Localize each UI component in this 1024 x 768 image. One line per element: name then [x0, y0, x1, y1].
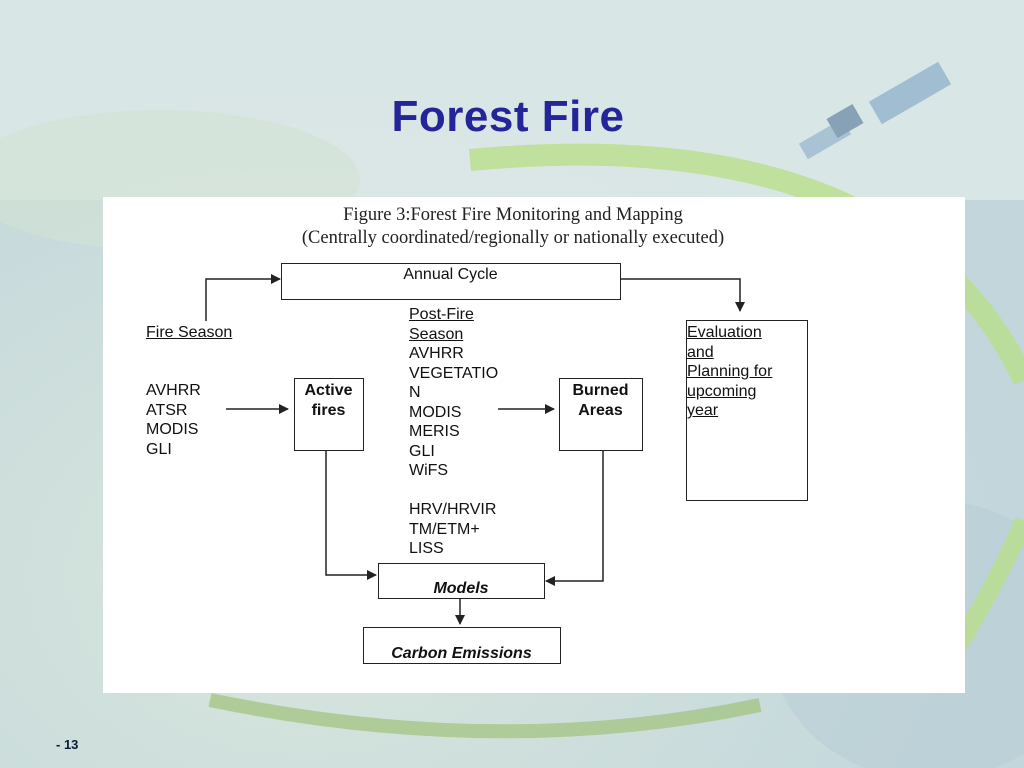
- figure-caption-line-1: Figure 3:Forest Fire Monitoring and Mapp…: [343, 205, 683, 225]
- carbon-emissions-label: Carbon Emissions: [391, 645, 532, 662]
- models-label: Models: [433, 580, 489, 597]
- evaluation-box: Evaluation and Planning for upcoming yea…: [686, 320, 808, 501]
- figure-panel: Figure 3:Forest Fire Monitoring and Mapp…: [103, 197, 965, 693]
- models-box: Models: [378, 563, 545, 599]
- sensor-item: AVHRR: [146, 382, 201, 399]
- sensor-item: WiFS: [409, 462, 449, 479]
- arrow-active-fires-to-models: [325, 450, 377, 580]
- slide-title: Forest Fire: [391, 92, 625, 141]
- post-fire-season-label-line-1: Post-Fire: [409, 306, 474, 323]
- active-fires-box: Active fires: [294, 378, 364, 451]
- sensor-item: TM/ETM+: [409, 520, 480, 538]
- satellite-icon: [798, 61, 952, 160]
- burned-areas-box: Burned Areas: [559, 378, 643, 451]
- figure-caption-line-2: (Centrally coordinated/regionally or nat…: [301, 228, 725, 248]
- post-fire-season-label-line-2: Season: [409, 325, 464, 343]
- arrow-burned-areas-to-models: [545, 450, 604, 586]
- page-number: - 13: [56, 737, 79, 752]
- sensor-item: MERIS: [409, 423, 460, 440]
- annual-cycle-box: Annual Cycle: [281, 263, 621, 300]
- sensor-item: VEGETATIO: [409, 364, 499, 382]
- left-sensor-list: AVHRR ATSR MODIS GLI: [146, 381, 201, 459]
- arrow-annual-cycle-to-evaluation: [621, 278, 745, 312]
- active-fires-label: Active fires: [304, 382, 353, 419]
- burned-areas-label: Burned Areas: [572, 382, 629, 419]
- post-fire-season-column: Post-Fire Season AVHRR VEGETATIO N MODIS…: [409, 305, 498, 559]
- sensor-item: LISS: [409, 540, 444, 557]
- sensor-item: GLI: [146, 440, 172, 458]
- arrow-fire-season-to-annual-cycle: [205, 274, 281, 321]
- fire-season-label: Fire Season: [146, 324, 233, 341]
- sensor-item: AVHRR: [409, 345, 464, 362]
- sensor-item: ATSR: [146, 401, 188, 419]
- evaluation-label: Evaluation and Planning for upcoming yea…: [687, 324, 773, 419]
- annual-cycle-label: Annual Cycle: [403, 266, 498, 283]
- sensor-item: N: [409, 384, 421, 401]
- sensor-item: HRV/HRVIR: [409, 501, 497, 518]
- carbon-emissions-box: Carbon Emissions: [363, 627, 561, 664]
- sensor-item: MODIS: [409, 403, 462, 421]
- sensor-item: MODIS: [146, 421, 199, 438]
- sensor-item: GLI: [409, 442, 435, 460]
- diagram-connectors: [205, 274, 745, 625]
- green-orbit-arc: [468, 143, 1024, 385]
